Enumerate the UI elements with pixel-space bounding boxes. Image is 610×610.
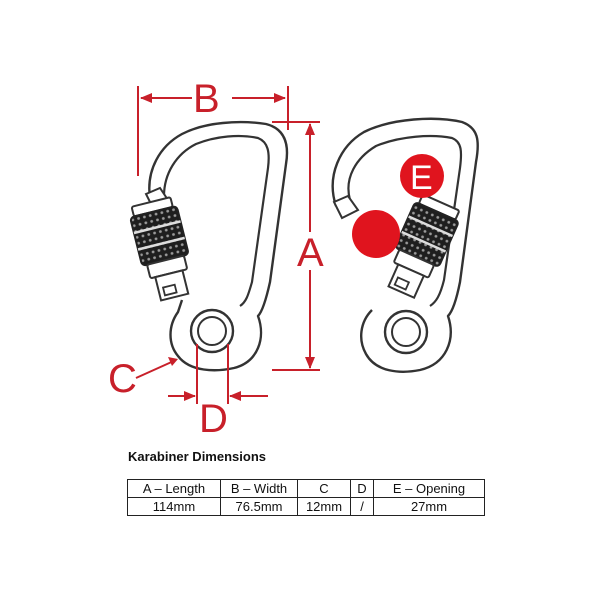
karabiner-right-nose xyxy=(332,194,360,220)
dimensions-table: A – Length B – Width C D E – Opening 114… xyxy=(127,479,485,516)
opening-marker-dot xyxy=(352,210,400,258)
value-c: 12mm xyxy=(297,497,351,516)
label-a: A xyxy=(297,231,324,275)
table-value-row: 114mm 76.5mm 12mm / 27mm xyxy=(127,497,485,516)
header-e-opening: E – Opening xyxy=(373,479,485,498)
label-e: E xyxy=(410,159,433,197)
label-b: B xyxy=(193,77,220,121)
value-d: / xyxy=(350,497,374,516)
karabiner-right-inner xyxy=(347,134,463,307)
header-b-width: B – Width xyxy=(220,479,298,498)
gate-open-hinge-pin xyxy=(393,276,411,291)
karabiner-left-frame xyxy=(148,120,289,372)
gate-hinge-pin xyxy=(161,283,178,297)
header-c: C xyxy=(297,479,351,498)
value-a-length: 114mm xyxy=(127,497,221,516)
dimension-b xyxy=(137,86,289,176)
header-a-length: A – Length xyxy=(127,479,221,498)
table-header-row: A – Length B – Width C D E – Opening xyxy=(127,479,485,498)
opening-marker-e xyxy=(400,154,444,198)
label-d: D xyxy=(199,397,228,440)
dimension-d xyxy=(168,344,268,404)
karabiner-diagram: B A C D xyxy=(108,77,479,440)
karabiner-left-closed xyxy=(129,120,289,372)
karabiner-left-eye-inner xyxy=(197,316,227,346)
table-title: Karabiner Dimensions xyxy=(128,449,266,464)
header-d: D xyxy=(350,479,374,498)
label-c: C xyxy=(108,357,137,401)
value-e-opening: 27mm xyxy=(373,497,485,516)
dimension-a xyxy=(272,121,320,371)
dimension-c xyxy=(135,357,178,379)
karabiner-right-eye-inner xyxy=(391,317,421,347)
karabiner-right-open xyxy=(331,117,479,373)
karabiner-left-inner xyxy=(162,134,270,307)
value-b-width: 76.5mm xyxy=(220,497,298,516)
